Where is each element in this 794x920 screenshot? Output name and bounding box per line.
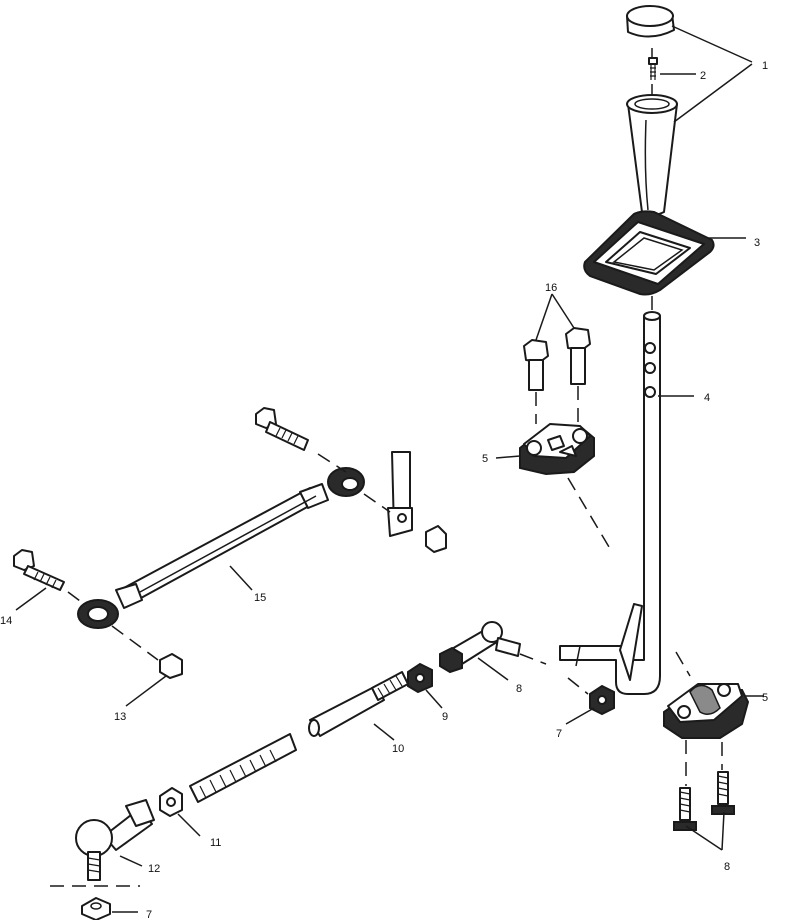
knob-screw bbox=[648, 57, 658, 80]
callout-1: 1 bbox=[762, 60, 768, 72]
assembly-lines bbox=[50, 48, 723, 887]
shift-lever bbox=[559, 311, 661, 695]
lever-bracket-lower bbox=[663, 683, 750, 739]
callout-labels: 1 2 3 16 4 5 5 15 14 13 10 9 8 7 8 11 12… bbox=[0, 60, 768, 920]
linkage-nut-lower bbox=[159, 653, 183, 679]
adjuster-rod-lower bbox=[189, 733, 297, 803]
adjuster-sleeve bbox=[308, 671, 409, 737]
callout-13: 13 bbox=[114, 711, 126, 723]
callout-10: 10 bbox=[392, 743, 404, 755]
shift-knob-cap bbox=[626, 5, 675, 38]
ball-joint bbox=[75, 799, 155, 881]
linkage-rod bbox=[115, 483, 329, 609]
nut-7-upper bbox=[589, 684, 615, 716]
callout-5-lower: 5 bbox=[762, 692, 768, 704]
callout-9: 9 bbox=[442, 711, 448, 723]
callout-15: 15 bbox=[254, 592, 266, 604]
callout-12: 12 bbox=[148, 863, 160, 875]
linkage-bolt-right bbox=[255, 407, 309, 451]
bracket-screws bbox=[673, 771, 735, 831]
callout-7-upper: 7 bbox=[556, 728, 562, 740]
rod-end-eye-left bbox=[77, 599, 119, 629]
callout-7-lower: 7 bbox=[146, 909, 152, 920]
lever-bracket-upper bbox=[519, 423, 595, 476]
callout-3: 3 bbox=[754, 237, 760, 249]
jam-nut-9 bbox=[407, 662, 433, 694]
callout-16: 16 bbox=[545, 282, 557, 294]
linkage-bolt-left bbox=[13, 549, 65, 591]
callout-14: 14 bbox=[0, 615, 12, 627]
callout-2: 2 bbox=[700, 70, 706, 82]
nut-7-lower bbox=[81, 897, 111, 920]
callout-8-upper: 8 bbox=[516, 683, 522, 695]
shift-boot bbox=[583, 210, 715, 296]
callout-8-lower: 8 bbox=[724, 861, 730, 873]
mount-bolts bbox=[523, 327, 591, 391]
leader-lines bbox=[15, 25, 764, 913]
rod-end-upper bbox=[439, 621, 521, 674]
shift-handle-grip bbox=[626, 94, 678, 216]
jam-nut-11 bbox=[159, 787, 183, 817]
callout-5-upper: 5 bbox=[482, 453, 488, 465]
linkage-nut-upper bbox=[425, 525, 447, 553]
rod-end-eye-right bbox=[327, 467, 365, 497]
callout-4: 4 bbox=[704, 392, 710, 404]
callout-11: 11 bbox=[210, 837, 221, 849]
transmission-arm bbox=[387, 451, 413, 537]
